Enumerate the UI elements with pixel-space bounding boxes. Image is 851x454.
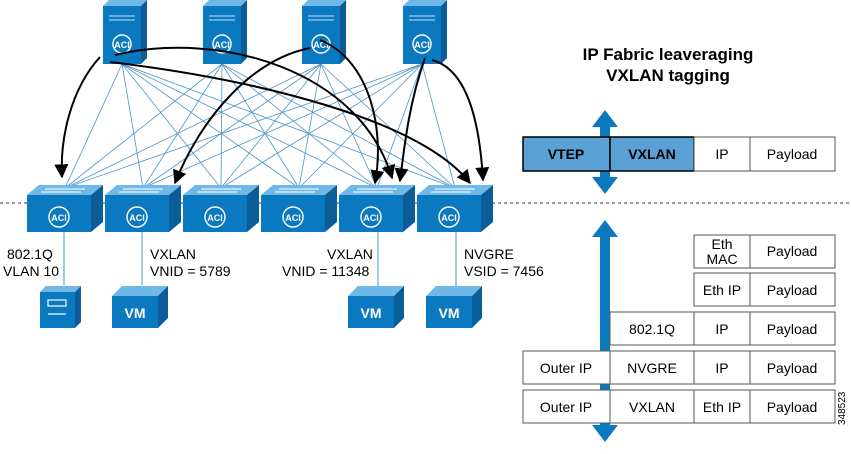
vm-label: VM [125, 305, 146, 321]
payload-cell [749, 136, 836, 172]
row1-payload: Payload [767, 243, 818, 259]
leaf2-caption-line2: VNID = 5789 [150, 263, 231, 279]
leaf-aci-label: ACI [51, 213, 67, 223]
vxlan-label: VXLAN [628, 146, 675, 162]
leaf-aci-label: ACI [441, 213, 457, 223]
row2-eth-ip: Eth IP [703, 282, 741, 298]
spine-switch-2: ACI [203, 0, 247, 64]
encap-rows: Eth MAC Payload Eth IP Payload 802.1Q IP… [522, 234, 836, 424]
spine-switch-3: ACI [302, 0, 346, 64]
leaf-switch-5: ACI [339, 185, 415, 232]
row5-eth-ip: Eth IP [703, 399, 741, 415]
arrow-spine3-leaf2 [173, 47, 311, 185]
server-icon [40, 286, 81, 328]
vm-label: VM [361, 305, 382, 321]
row1-eth-line1: Eth [711, 236, 732, 252]
row4-nvgre: NVGRE [627, 360, 677, 376]
vm-box-2: VM [348, 286, 404, 328]
title-line2: VXLAN tagging [606, 66, 730, 85]
leaf-switch-3: ACI [183, 185, 259, 232]
row4-ip: IP [715, 360, 728, 376]
spine-aci-label: ACI [414, 40, 430, 50]
leaf-captions: 802.1Q VLAN 10 VXLAN VNID = 5789 VXLAN V… [3, 246, 544, 279]
spine-switch-4: ACI [403, 0, 447, 64]
vm-boxes: VM VM VM [112, 286, 482, 328]
lower-double-arrow [592, 220, 618, 442]
leaf-switch-6: ACI [417, 185, 493, 232]
traffic-arrows [54, 39, 490, 185]
row2-payload: Payload [767, 282, 818, 298]
leaf2-caption-line1: VXLAN [150, 246, 196, 262]
spine-aci-label: ACI [214, 40, 230, 50]
row5-outer-ip: Outer IP [540, 399, 592, 415]
vtep-label: VTEP [548, 146, 585, 162]
leaf1-caption-line2: VLAN 10 [3, 263, 59, 279]
encap-header-top: VTEP VXLAN IP Payload [522, 136, 836, 172]
spine-switch-1: ACI [103, 0, 147, 64]
title-line1: IP Fabric leaveraging [583, 45, 754, 64]
arrow-spine1-leaf6 [109, 61, 471, 185]
leaf5-caption-line1: VXLAN [327, 246, 373, 262]
vm-box-1: VM [112, 286, 168, 328]
leaf-aci-label: ACI [363, 213, 379, 223]
row3-ip: IP [715, 321, 728, 337]
leaf-switch-2: ACI [105, 185, 181, 232]
arrow-spine1-leaf5 [114, 46, 396, 180]
leaf6-caption-line2: VSID = 7456 [464, 263, 544, 279]
row3-dot1q: 802.1Q [629, 321, 675, 337]
leaf6-caption-line1: NVGRE [464, 246, 514, 262]
leaf-switches: ACI ACI ACI ACI ACI ACI [27, 185, 493, 232]
row4-outer-ip: Outer IP [540, 360, 592, 376]
row1-eth-line2: MAC [706, 251, 737, 267]
spine-switches: ACI ACI ACI ACI [103, 0, 447, 64]
ip-label: IP [715, 146, 728, 162]
row5-vxlan: VXLAN [629, 399, 675, 415]
row5-payload: Payload [767, 399, 818, 415]
arrow-spine1-leaf1 [54, 56, 101, 179]
ip-cell [693, 136, 751, 172]
leaf5-caption-line2: VNID = 11348 [282, 263, 370, 279]
leaf-switch-4: ACI [261, 185, 337, 232]
vxlan-cell [609, 136, 695, 172]
leaf-aci-label: ACI [285, 213, 301, 223]
spine-aci-label: ACI [114, 40, 130, 50]
arrow-spine4-leaf5 [394, 57, 426, 183]
vm-label: VM [439, 305, 460, 321]
leaf1-caption-line1: 802.1Q [7, 246, 53, 262]
vm-box-3: VM [426, 286, 482, 328]
leaf-drops [63, 232, 457, 287]
arrow-spine3-leaf5 [319, 39, 385, 185]
fabric-links [64, 63, 456, 189]
payload-label: Payload [767, 146, 818, 162]
leaf-aci-label: ACI [129, 213, 145, 223]
arrow-spine4-leaf6 [431, 59, 490, 182]
figure-id: 348523 [837, 391, 848, 425]
row3-payload: Payload [767, 321, 818, 337]
leaf-aci-label: ACI [207, 213, 223, 223]
leaf-switch-1: ACI [27, 185, 103, 232]
row4-payload: Payload [767, 360, 818, 376]
spine-aci-label: ACI [313, 40, 329, 50]
vtep-cell [522, 136, 611, 172]
